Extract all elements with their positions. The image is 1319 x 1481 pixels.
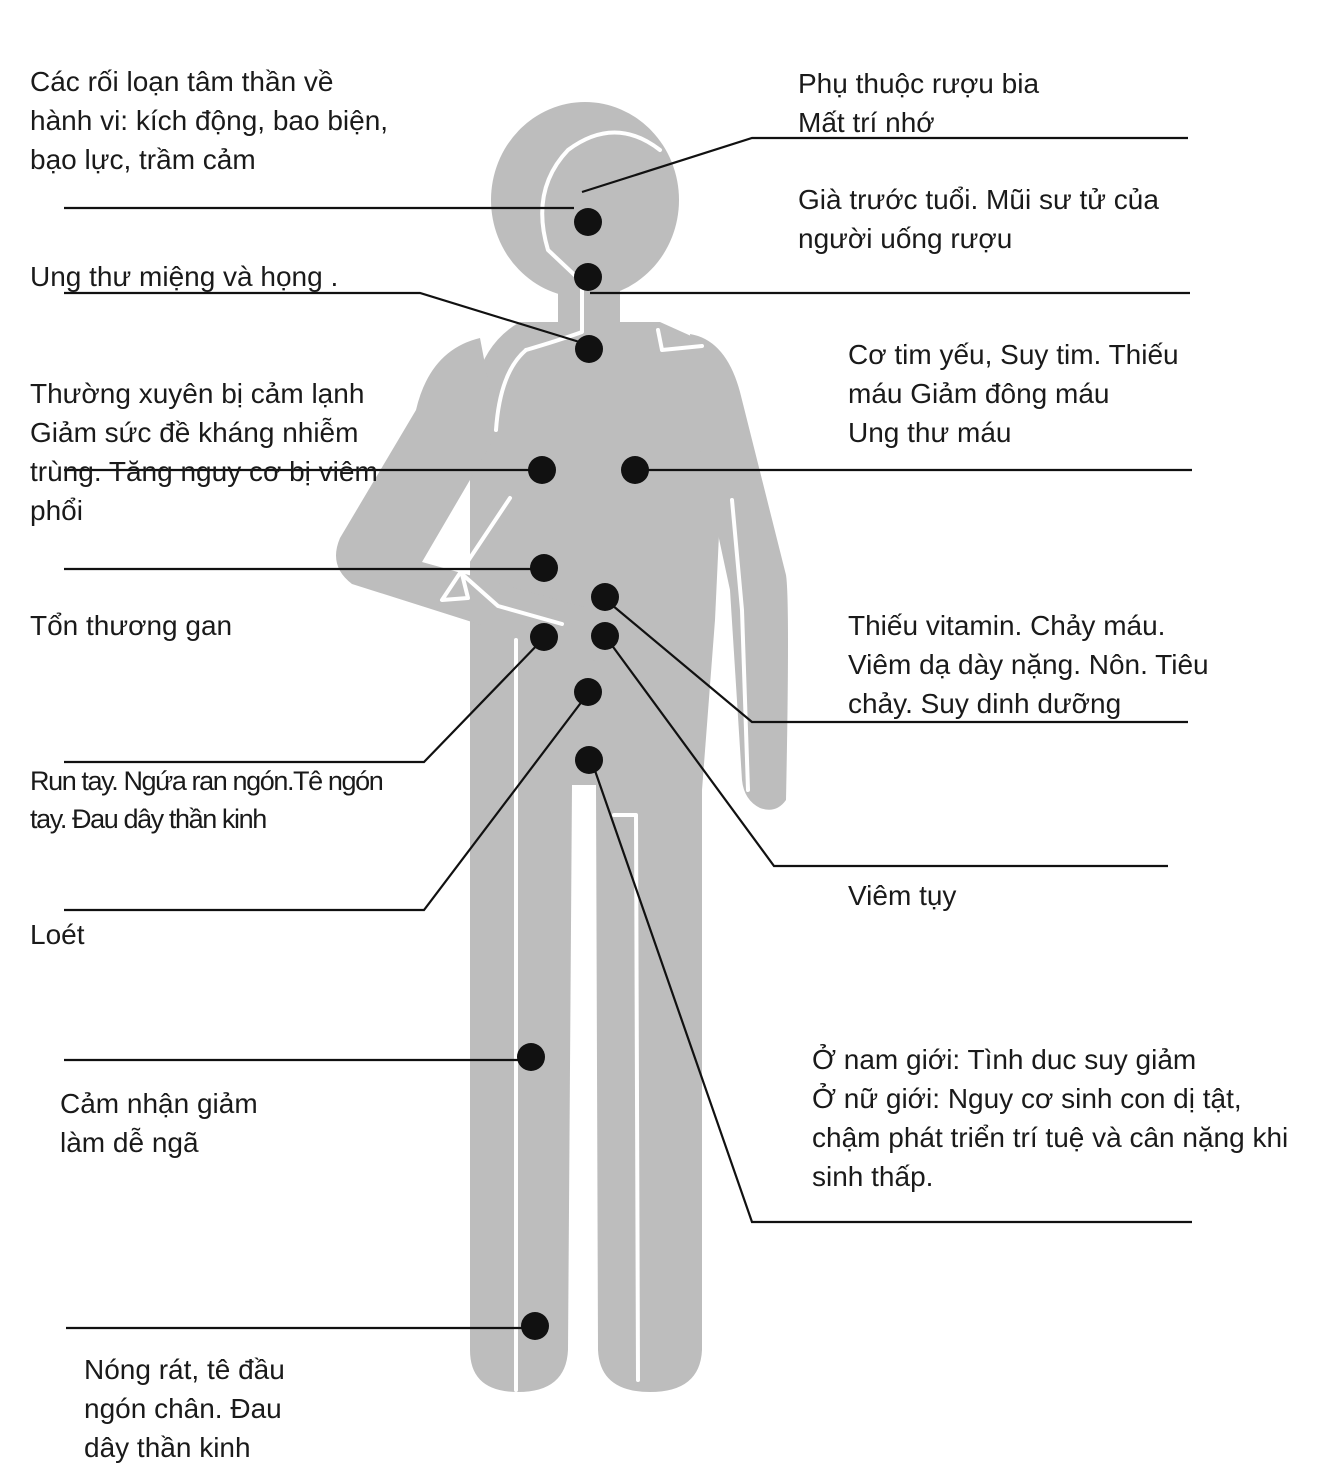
label-balance: Cảm nhận giảm làm dễ ngã	[60, 1088, 258, 1158]
marker-pancreas	[591, 622, 619, 650]
marker-foot	[521, 1312, 549, 1340]
leader-hands	[64, 639, 543, 764]
label-immune: Thường xuyên bị cảm lạnh Giảm sức đề khá…	[30, 378, 378, 526]
leader-reproductive	[590, 761, 1192, 1224]
arm-highlight	[440, 496, 564, 626]
leader-stomach	[605, 599, 1188, 724]
marker-lungs	[528, 456, 556, 484]
label-mouth-throat-cancer: Ung thư miệng và họng .	[30, 261, 339, 292]
marker-hands	[530, 623, 558, 651]
right-arm-highlight	[730, 498, 750, 792]
left-arm	[336, 338, 615, 662]
leader-ulcer	[64, 695, 587, 912]
label-premature-aging: Già trước tuổi. Mũi sư tử của người uống…	[798, 184, 1159, 254]
leader-lines	[64, 136, 1192, 1330]
marker-ulcer	[574, 678, 602, 706]
leader-pancreas	[607, 639, 1168, 868]
marker-liver	[530, 554, 558, 582]
human-silhouette	[336, 102, 788, 1392]
marker-throat	[575, 335, 603, 363]
marker-leg	[517, 1043, 545, 1071]
label-hands: Run tay. Ngứa ran ngón.Tê ngón tay. Đau …	[30, 766, 384, 834]
label-pancreas: Viêm tụy	[848, 880, 957, 911]
leader-mouth	[64, 291, 587, 346]
organ-markers	[517, 208, 649, 1340]
head	[491, 102, 679, 298]
right-leg-highlight	[612, 813, 640, 1382]
silhouette-highlights	[440, 130, 750, 1392]
label-reproductive: Ở nam giới: Tình duc suy giảm Ở nữ giới:…	[812, 1044, 1289, 1192]
label-stomach: Thiếu vitamin. Chảy máu. Viêm dạ dày nặn…	[848, 610, 1209, 719]
shoulder-highlight	[656, 328, 704, 352]
torso-and-legs	[470, 322, 722, 1392]
label-ulcer: Loét	[30, 919, 85, 950]
label-feet: Nóng rát, tê đầu ngón chân. Đau dây thần…	[84, 1354, 285, 1463]
torso-highlight	[494, 348, 528, 432]
marker-stomach	[591, 583, 619, 611]
label-liver: Tổn thương gan	[30, 610, 233, 641]
marker-heart	[621, 456, 649, 484]
label-heart: Cơ tim yếu, Suy tim. Thiếu máu Giảm đông…	[848, 339, 1179, 448]
label-alcohol-dependence: Phụ thuộc rượu bia Mất trí nhớ	[798, 68, 1040, 138]
marker-reproductive	[575, 746, 603, 774]
marker-brain	[574, 208, 602, 236]
marker-nose	[574, 263, 602, 291]
leader-alcohol	[581, 136, 1188, 194]
label-behavior-disorders: Các rối loạn tâm thần về hành vi: kích đ…	[30, 66, 389, 175]
